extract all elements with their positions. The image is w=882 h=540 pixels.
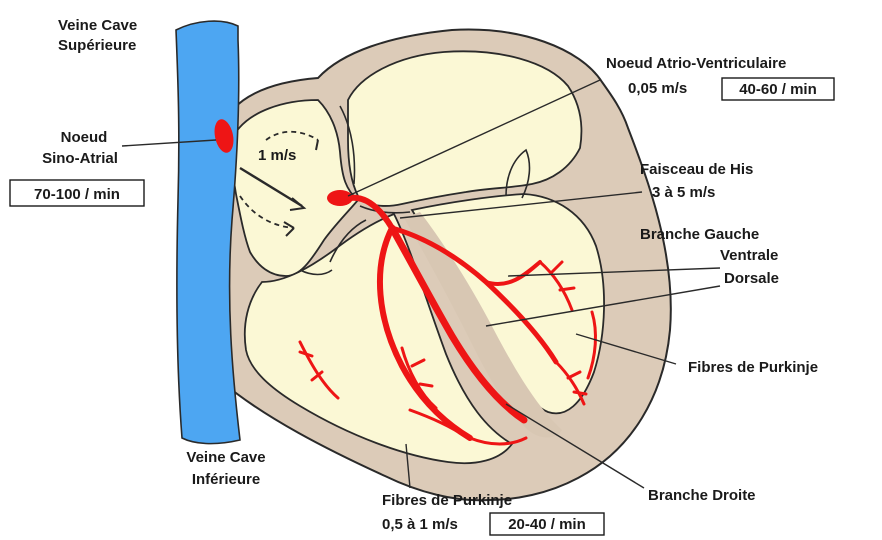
label-av-rate: 40-60 / min (739, 81, 817, 98)
label-fibres-purkinje-bottom: Fibres de Purkinje (382, 492, 512, 509)
label-veine-cave-inferieure-2: Inférieure (192, 471, 260, 488)
label-branche-droite: Branche Droite (648, 487, 756, 504)
label-faisceau-his: Faisceau de His (640, 161, 753, 178)
label-ventrale: Ventrale (720, 247, 778, 264)
label-dorsale: Dorsale (724, 270, 779, 287)
label-noeud-sino-atrial-1: Noeud (61, 129, 108, 146)
label-fibres-purkinje-right: Fibres de Purkinje (688, 359, 818, 376)
label-sa-rate: 70-100 / min (34, 186, 120, 203)
label-veine-cave-superieure-2: Supérieure (58, 37, 136, 54)
label-purkinje-speed: 0,5 à 1 m/s (382, 516, 458, 533)
label-noeud-av: Noeud Atrio-Ventriculaire (606, 55, 786, 72)
label-veine-cave-superieure-1: Veine Cave (58, 17, 137, 34)
label-atrial-speed: 1 m/s (258, 147, 296, 164)
label-branche-gauche: Branche Gauche (640, 226, 759, 243)
vena-cava (176, 21, 240, 444)
label-his-speed: 3 à 5 m/s (652, 184, 715, 201)
label-noeud-sino-atrial-2: Sino-Atrial (42, 150, 118, 167)
label-av-speed: 0,05 m/s (628, 80, 687, 97)
label-veine-cave-inferieure-1: Veine Cave (186, 449, 265, 466)
label-purkinje-rate: 20-40 / min (508, 516, 586, 533)
